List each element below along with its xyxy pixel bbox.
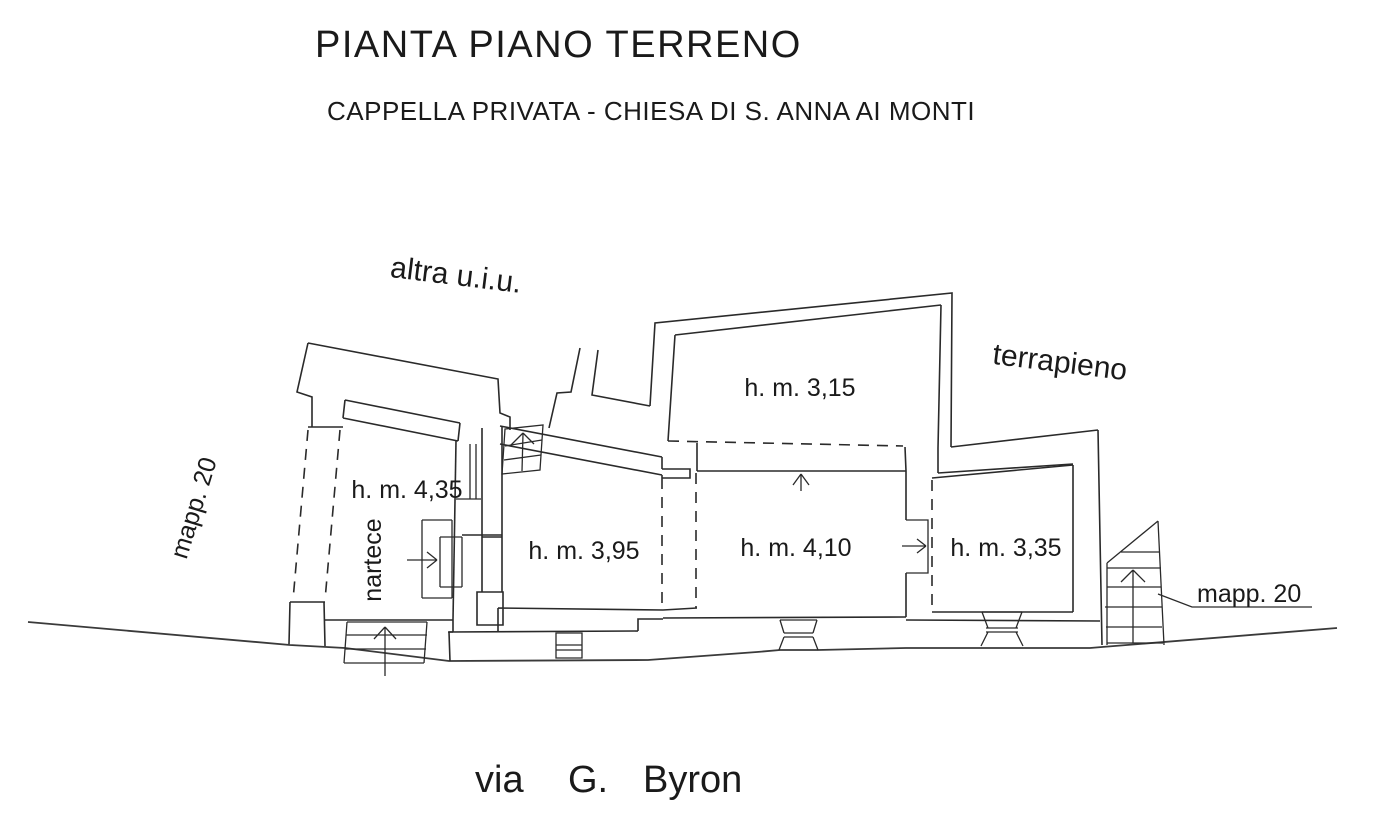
label-parcel-left: mapp. 20 bbox=[165, 454, 222, 562]
ground-line bbox=[27, 621, 1338, 662]
narthex-west-wall-dashed bbox=[292, 429, 341, 601]
label-embankment: terrapieno bbox=[991, 338, 1129, 387]
label-height-315: h. m. 3,15 bbox=[744, 374, 855, 402]
label-height-410: h. m. 4,10 bbox=[740, 534, 851, 562]
basement-window bbox=[555, 632, 583, 659]
retaining-wall bbox=[937, 429, 1103, 646]
external-staircase bbox=[1105, 520, 1165, 646]
label-height-395: h. m. 3,95 bbox=[528, 537, 639, 565]
left-wing-outline bbox=[296, 342, 511, 430]
chapel-top-wall bbox=[499, 425, 663, 478]
label-height-435: h. m. 4,35 bbox=[351, 476, 462, 504]
street-word-surname: Byron bbox=[643, 759, 742, 801]
upper-passage-walls bbox=[548, 347, 651, 429]
entrance-steps-up-arrow bbox=[373, 626, 397, 676]
label-narthex: nartece bbox=[359, 518, 387, 601]
central-room-west-wall-dashed bbox=[661, 473, 697, 608]
street-word-initial: G. bbox=[568, 759, 608, 801]
chapel-top-wall-notch bbox=[662, 468, 691, 479]
page-subtitle: CAPPELLA PRIVATA - CHIESA DI S. ANNA AI … bbox=[327, 96, 975, 126]
splayed-window-central bbox=[778, 619, 819, 651]
room-335-outline bbox=[905, 464, 1101, 647]
north-opening-arrow bbox=[792, 473, 810, 491]
entrance-steps bbox=[343, 621, 428, 676]
label-height-335: h. m. 3,35 bbox=[950, 534, 1061, 562]
small-staircase bbox=[501, 424, 544, 475]
central-room bbox=[661, 470, 929, 619]
street-word-via: via bbox=[475, 759, 524, 801]
label-other-unit: altra u.i.u. bbox=[389, 251, 524, 300]
room-315-outline bbox=[649, 292, 953, 472]
label-parcel-right: mapp. 20 bbox=[1197, 580, 1301, 608]
narthex-chapel-wall-strips bbox=[407, 426, 504, 626]
narthex-room bbox=[325, 440, 457, 633]
chapel-bottom-wall bbox=[448, 607, 698, 662]
chapel-room bbox=[448, 425, 698, 662]
narthex-door-arrow bbox=[407, 551, 438, 569]
east-doorway bbox=[906, 519, 929, 574]
narthex-west-wall-base bbox=[288, 601, 326, 647]
page-title: PIANTA PIANO TERRENO bbox=[315, 24, 802, 66]
small-staircase-up-arrow bbox=[510, 432, 535, 446]
external-staircase-up-arrow bbox=[1120, 569, 1146, 643]
east-door-arrow bbox=[902, 538, 927, 554]
room-315-open-side-dashed bbox=[667, 440, 904, 447]
parcel-leader-line bbox=[1157, 593, 1312, 608]
street-name: via G. Byron bbox=[475, 759, 742, 801]
splayed-window-right bbox=[980, 611, 1024, 647]
narthex-top-wall bbox=[342, 399, 461, 442]
wall-pier bbox=[476, 591, 504, 626]
